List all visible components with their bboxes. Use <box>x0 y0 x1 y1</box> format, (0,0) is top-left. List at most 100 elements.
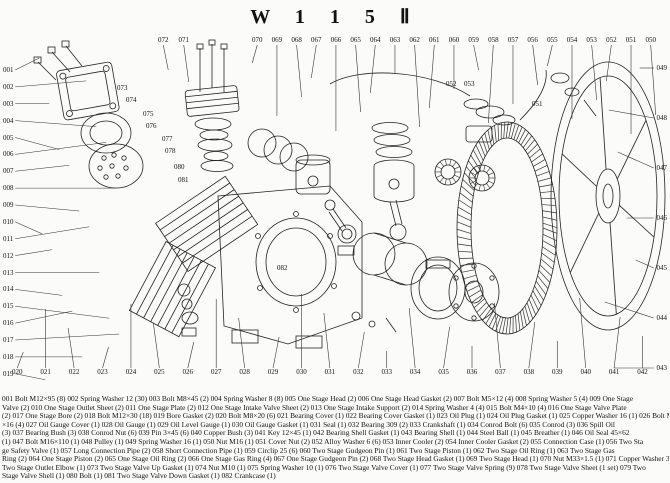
callout-005: 005 <box>3 133 14 142</box>
callout-053: 053 <box>586 36 597 44</box>
callout-052: 052 <box>606 36 617 44</box>
callout-013: 013 <box>3 268 14 277</box>
callout-044: 044 <box>656 314 668 322</box>
parts-list-line: (1) 047 Bolt M16×110 (1) 048 Pulley (1) … <box>2 438 644 447</box>
callout-035: 035 <box>438 368 449 376</box>
callout-028: 028 <box>239 368 250 376</box>
callout-021: 021 <box>40 368 51 376</box>
callout-080: 080 <box>174 163 185 171</box>
callout-015: 015 <box>3 302 14 311</box>
parts-list-line: Stage Valve Shell (1) 080 Bolt (1) 081 T… <box>2 472 276 481</box>
callout-029: 029 <box>267 368 279 376</box>
callout-037: 037 <box>495 368 506 376</box>
callout-060: 060 <box>448 36 460 44</box>
parts-list-line: Valve (2) 010 One Stage Outlet Sheet (2)… <box>2 403 627 412</box>
callout-043: 043 <box>656 364 668 372</box>
callout-049: 049 <box>656 64 668 72</box>
callout-077: 077 <box>162 135 173 143</box>
callout-052-inner: 052 <box>446 80 457 88</box>
callout-031: 031 <box>324 368 336 376</box>
callout-011: 011 <box>3 234 14 243</box>
callout-024: 024 <box>125 368 137 376</box>
callout-075: 075 <box>143 110 154 118</box>
callout-010: 010 <box>3 217 14 226</box>
callout-026: 026 <box>182 368 194 376</box>
callout-pair-top-left: 072 071 <box>158 36 189 44</box>
callout-071: 071 <box>178 36 190 44</box>
callout-032: 032 <box>353 368 364 376</box>
callout-022: 022 <box>68 368 80 376</box>
callout-068: 068 <box>291 36 302 44</box>
callout-column-right: 049 048 047 046 045 044 043 <box>657 64 668 372</box>
callout-066: 066 <box>330 36 342 44</box>
callout-025: 025 <box>154 368 165 376</box>
callout-column-left: 001 002 003 004 005 006 007 008 009 010 011 012 013 0… <box>3 66 14 378</box>
callout-033: 033 <box>381 368 392 376</box>
callout-016: 016 <box>3 319 14 328</box>
callout-002: 002 <box>3 82 14 91</box>
callout-050: 050 <box>645 36 656 44</box>
callout-041: 041 <box>608 368 620 376</box>
callout-078: 078 <box>165 147 176 155</box>
callout-012: 012 <box>3 251 14 260</box>
callout-023: 023 <box>97 368 108 376</box>
callout-row-top: 070 069 068 067 066 065 064 063 062 061 060 059 058 0… <box>252 36 656 44</box>
callout-036: 036 <box>466 368 478 376</box>
callout-045: 045 <box>656 264 668 272</box>
callout-020: 020 <box>12 368 23 376</box>
callout-061: 061 <box>429 36 440 44</box>
parts-list-line: Two Stage Outlet Elbow (1) 073 Two Stage… <box>2 463 646 472</box>
parts-list: 001 Bolt M12×95 (8) 002 Spring Washer 12… <box>2 395 669 481</box>
callout-014: 014 <box>3 285 14 294</box>
callout-001: 001 <box>3 66 14 74</box>
callout-047: 047 <box>656 164 668 172</box>
callout-006: 006 <box>3 150 14 159</box>
callout-018: 018 <box>3 352 14 361</box>
page-title: W 1 1 5 Ⅱ <box>250 6 420 28</box>
callout-034: 034 <box>409 368 421 376</box>
callout-017: 017 <box>3 336 14 344</box>
parts-list-line: 001 Bolt M12×95 (8) 002 Spring Washer 12… <box>2 395 634 404</box>
callout-067: 067 <box>311 36 322 44</box>
callout-048: 048 <box>656 114 668 122</box>
callout-008: 008 <box>3 184 14 193</box>
callout-003: 003 <box>3 99 14 108</box>
callout-019: 019 <box>3 369 14 378</box>
callout-009: 009 <box>3 201 14 209</box>
callout-040: 040 <box>580 368 591 376</box>
callout-038: 038 <box>523 368 535 376</box>
callout-007: 007 <box>3 167 14 176</box>
callout-056: 056 <box>527 36 538 44</box>
callout-039: 039 <box>552 368 563 376</box>
parts-list-line: (2) 017 One Stage Bore (2) 018 Bolt M12×… <box>2 412 669 421</box>
callout-054: 054 <box>566 36 578 44</box>
callout-051: 051 <box>625 36 637 44</box>
parts-list-line: (3) 037 Bearing Bush (3) 038 Conrod Nut … <box>2 429 630 438</box>
callout-046: 046 <box>656 214 668 222</box>
callout-065: 065 <box>350 36 361 44</box>
callout-063: 063 <box>389 36 401 44</box>
callout-081: 081 <box>178 176 189 184</box>
callout-058: 058 <box>488 36 499 44</box>
callout-004: 004 <box>3 116 14 125</box>
parts-list-line: Ring (2) 064 One Stage Piston (2) 065 On… <box>2 455 669 464</box>
callout-051-inner: 051 <box>532 100 543 108</box>
callout-053-inner: 053 <box>464 80 475 88</box>
callout-062: 062 <box>409 36 420 44</box>
parts-list-line: ge Safety Valve (1) 057 Long Connection … <box>2 446 615 455</box>
callout-073: 073 <box>117 84 128 92</box>
callout-057: 057 <box>507 36 519 44</box>
callout-069: 069 <box>271 36 283 44</box>
callout-082: 082 <box>277 264 288 272</box>
callout-059: 059 <box>468 36 479 44</box>
callout-076: 076 <box>146 122 157 130</box>
callout-055: 055 <box>547 36 558 44</box>
callout-027: 027 <box>210 368 222 376</box>
callout-064: 064 <box>370 36 381 44</box>
callout-072: 072 <box>158 36 169 44</box>
callout-074: 074 <box>126 96 137 104</box>
callout-070: 070 <box>252 36 263 44</box>
parts-list-line: ×16 (4) 027 Oil Gauge Cover (1) 028 Oil … <box>2 420 615 429</box>
